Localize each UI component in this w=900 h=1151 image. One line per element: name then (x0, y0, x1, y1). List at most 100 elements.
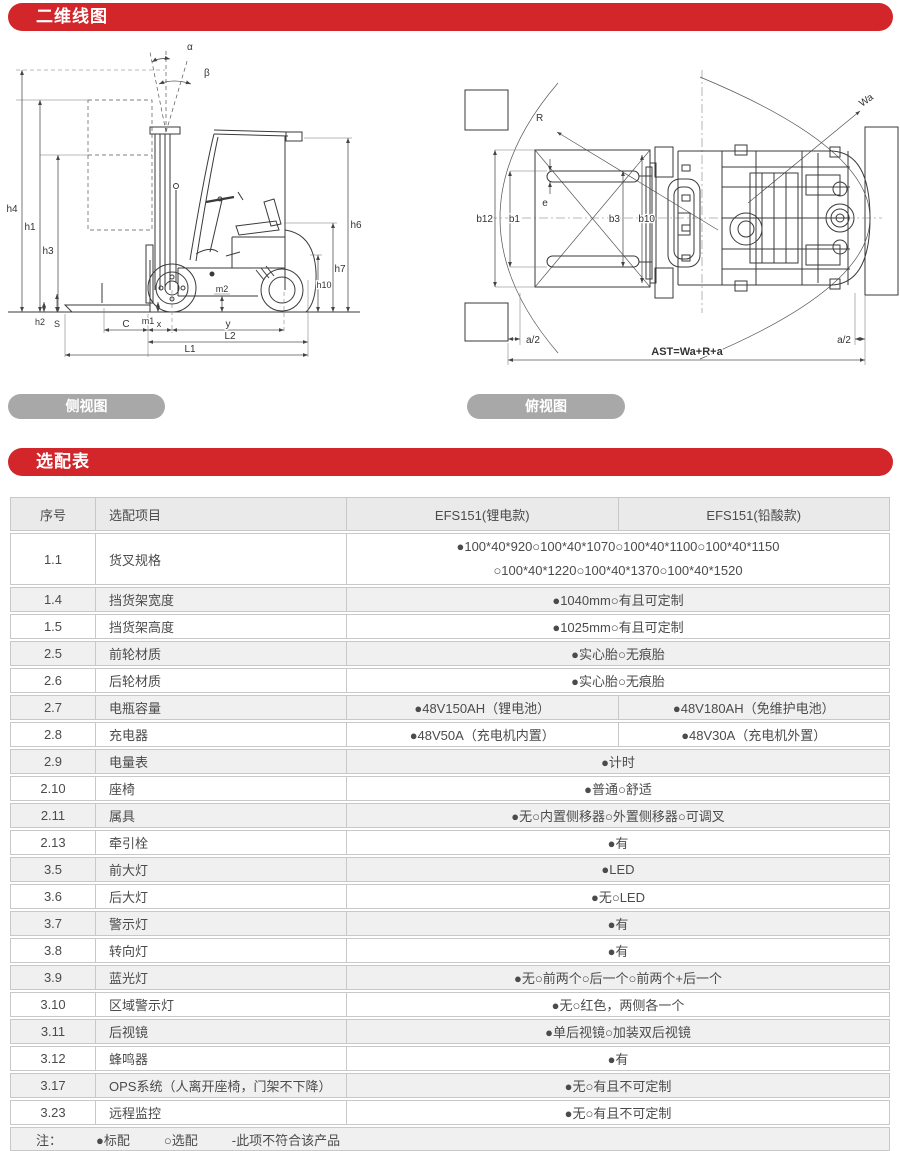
note-standard: ●标配 (96, 1132, 130, 1148)
cell-value: ●无○内置侧移器○外置侧移器○可调叉 (346, 804, 889, 828)
raised-mast-dashed-outline (16, 69, 165, 231)
dim-label-h4: h4 (6, 204, 18, 215)
cell-item: 警示灯 (95, 912, 346, 936)
cell-item: 远程监控 (95, 1101, 346, 1125)
side-dimension-lines (20, 70, 352, 357)
dim-label-h2: h2 (35, 317, 45, 327)
cell-item: 前轮材质 (95, 642, 346, 666)
cell-serial: 3.7 (43, 916, 63, 932)
cell-value: ●无○红色，两侧各一个 (346, 993, 889, 1017)
cell-serial: 3.12 (40, 1051, 66, 1067)
cell-serial: 2.7 (43, 700, 63, 716)
dim-label-l2: L2 (224, 331, 236, 342)
dim-label-h3: h3 (42, 246, 54, 257)
cell-item: 后视镜 (95, 1020, 346, 1044)
top-dimension-labels: R Wa e b12 b1 b3 b10 a/2 a/2 AST=Wa+R+a (475, 91, 877, 360)
cell-serial: 3.9 (43, 970, 63, 986)
dim-label-a2-right: a/2 (837, 335, 851, 346)
cell-value: ●无○有且不可定制 (346, 1074, 889, 1098)
section-banner-diagram: 二维线图 (8, 3, 893, 31)
cell-item: 蓝光灯 (95, 966, 346, 990)
cell-value: ●实心胎○无痕胎 (346, 642, 889, 666)
cell-item: 前大灯 (95, 858, 346, 882)
cell-item: 牵引栓 (95, 831, 346, 855)
table-row: 3.8 转向灯 ●有 (10, 938, 890, 964)
table-body: 1.1 货叉规格 ●100*40*920○100*40*1070○100*40*… (10, 533, 890, 1126)
cell-item: 蜂鸣器 (95, 1047, 346, 1071)
centerlines (488, 70, 882, 313)
dim-label-m2: m2 (216, 284, 229, 294)
cell-serial: 2.11 (40, 808, 66, 824)
dim-label-a2-left: a/2 (526, 335, 540, 346)
cell-value: ●1040mm○有且可定制 (346, 588, 889, 612)
cell-value: ●计时 (346, 750, 889, 774)
dim-label-b10: b10 (638, 214, 655, 225)
cell-serial: 1.5 (43, 619, 63, 635)
cell-serial: 3.5 (43, 862, 63, 878)
table-row: 2.10 座椅 ●普通○舒适 (10, 776, 890, 802)
cell-value: ●普通○舒适 (346, 777, 889, 801)
table-row: 3.17 OPS系统（人离开座椅，门架不下降） ●无○有且不可定制 (10, 1073, 890, 1099)
dim-label-r: R (536, 113, 543, 124)
forks-top (546, 170, 652, 268)
dim-label-e: e (542, 198, 548, 209)
table-row: 3.5 前大灯 ●LED (10, 857, 890, 883)
cell-value: ●100*40*920○100*40*1070○100*40*1100○100*… (346, 534, 889, 585)
section-banner-options: 选配表 (8, 448, 893, 476)
cell-item: 电瓶容量 (95, 696, 346, 720)
cell-serial: 2.5 (43, 646, 63, 662)
cell-serial: 3.6 (43, 889, 63, 905)
header-item: 选配项目 (95, 498, 346, 530)
cell-value: ●有 (346, 831, 889, 855)
table-row: 2.7 电瓶容量 ●48V150AH（锂电池）●48V180AH（免维护电池） (10, 695, 890, 721)
dim-label-alpha: α (187, 42, 193, 53)
cell-item: 座椅 (95, 777, 346, 801)
dim-label-l1: L1 (184, 344, 196, 355)
cell-value: ●有 (346, 1047, 889, 1071)
table-row: 1.1 货叉规格 ●100*40*920○100*40*1070○100*40*… (10, 533, 890, 586)
cell-item: 充电器 (95, 723, 346, 747)
table-row: 1.5 挡货架高度 ●1025mm○有且可定制 (10, 614, 890, 640)
dim-label-beta: β (204, 68, 210, 79)
aisle-walls (464, 89, 899, 342)
cell-serial: 3.8 (43, 943, 63, 959)
overhead-guard (189, 129, 303, 290)
cell-item: 后大灯 (95, 885, 346, 909)
cell-item: 挡货架宽度 (95, 588, 346, 612)
cell-item: 挡货架高度 (95, 615, 346, 639)
cell-serial: 3.17 (40, 1078, 66, 1094)
dim-label-s: S (54, 319, 60, 329)
cell-serial: 1.4 (43, 592, 63, 608)
dim-label-y: y (226, 319, 231, 330)
table-row: 2.11 属具 ●无○内置侧移器○外置侧移器○可调叉 (10, 803, 890, 829)
table-row: 2.5 前轮材质 ●实心胎○无痕胎 (10, 641, 890, 667)
cell-value: ●有 (346, 939, 889, 963)
table-row: 3.11 后视镜 ●单后视镜○加装双后视镜 (10, 1019, 890, 1045)
dim-label-h1: h1 (24, 222, 36, 233)
table-row: 3.10 区域警示灯 ●无○红色，两侧各一个 (10, 992, 890, 1018)
table-row: 3.23 远程监控 ●无○有且不可定制 (10, 1100, 890, 1126)
dim-label-h10: h10 (316, 280, 331, 290)
note-not-applicable: -此项不符合该产品 (231, 1132, 341, 1148)
dim-label-h7: h7 (334, 264, 346, 275)
cell-serial: 3.23 (40, 1105, 66, 1121)
fork-and-carriage (63, 244, 154, 313)
table-row: 2.6 后轮材质 ●实心胎○无痕胎 (10, 668, 890, 694)
cell-serial: 2.9 (43, 754, 63, 770)
table-header-row: 序号 选配项目 EFS151(锂电款) EFS151(铅酸款) (10, 497, 890, 531)
cell-value: ●无○前两个○后一个○前两个+后一个 (346, 966, 889, 990)
table-row: 2.8 充电器 ●48V50A（充电机内置）●48V30A（充电机外置） (10, 722, 890, 748)
dim-label-b3: b3 (609, 214, 621, 225)
cell-value: ●无○LED (346, 885, 889, 909)
cell-item: 属具 (95, 804, 346, 828)
cell-value: ●48V180AH（免维护电池） (617, 696, 890, 720)
top-view-caption: 俯视图 (467, 394, 625, 419)
cell-serial: 2.10 (40, 781, 66, 797)
cell-value: ●48V30A（充电机外置） (617, 723, 890, 747)
top-view-drawing: R Wa e b12 b1 b3 b10 a/2 a/2 AST=Wa+R+a (464, 70, 899, 365)
cell-item: 货叉规格 (95, 534, 346, 585)
table-row: 2.13 牵引栓 ●有 (10, 830, 890, 856)
cell-serial: 2.13 (40, 835, 66, 851)
table-note-row: 注： ●标配 ○选配 -此项不符合该产品 (10, 1127, 890, 1151)
cell-serial: 3.10 (40, 997, 66, 1013)
